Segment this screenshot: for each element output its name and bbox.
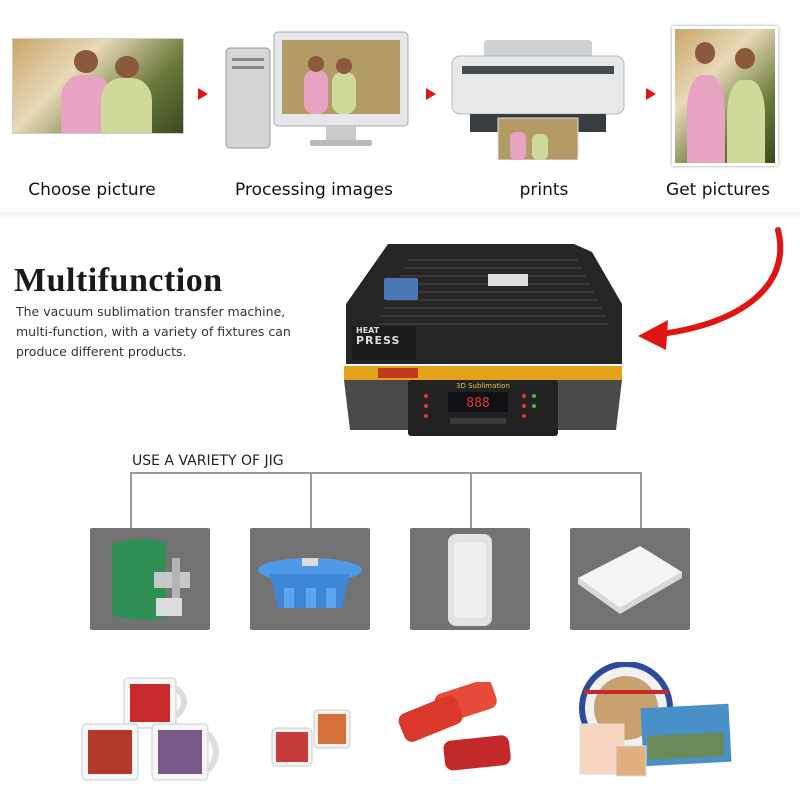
step-label-prints: prints [519, 180, 569, 200]
arrow-right-icon [198, 88, 208, 100]
multifunction-description: The vacuum sublimation transfer machine,… [16, 302, 316, 362]
jig-section-title: USE A VARIETY OF JIG [132, 453, 284, 469]
step-label-processing-images: Processing images [235, 180, 393, 200]
machine-display-label: 3D Sublimation [456, 382, 510, 390]
divider [0, 212, 800, 218]
multifunction-title: Multifunction [14, 262, 223, 299]
step-label-get-pictures: Get pictures [666, 180, 770, 200]
machine-brand-label: HEAT PRESS [356, 326, 400, 346]
phone-cases-product-image [398, 682, 511, 771]
description-line: produce different products. [16, 344, 187, 359]
description-line: The vacuum sublimation transfer machine, [16, 304, 286, 319]
plate-jig-icon [258, 558, 362, 608]
mug-clamp-icon [112, 539, 190, 620]
jig-flat-sheets [570, 528, 690, 630]
step-processing-images-image [225, 31, 409, 149]
step-get-pictures-image [672, 26, 778, 166]
step-choose-picture-image [12, 38, 184, 134]
description-line: multi-function, with a variety of fixtur… [16, 324, 291, 339]
machine-brand-line1: HEAT [356, 326, 380, 335]
step-prints-image [451, 40, 625, 160]
phone-case-jig-icon [448, 534, 492, 626]
arrow-right-icon [646, 88, 656, 100]
shot-glasses-product-image [271, 709, 351, 767]
heat-press-machine-image: 888 [344, 244, 622, 436]
plates-and-slates-product-image [579, 662, 732, 777]
machine-brand-line2: PRESS [356, 334, 401, 347]
jig-phone-case [410, 528, 530, 630]
mugs-product-image [81, 677, 219, 781]
flat-sheet-jig-icon [578, 546, 682, 614]
step-label-choose-picture: Choose picture [28, 180, 156, 200]
svg-text:888: 888 [466, 396, 489, 411]
arrow-right-icon [426, 88, 436, 100]
jig-mug-clamp [90, 528, 210, 630]
curved-arrow-icon [638, 227, 784, 350]
jig-plate [250, 528, 370, 630]
